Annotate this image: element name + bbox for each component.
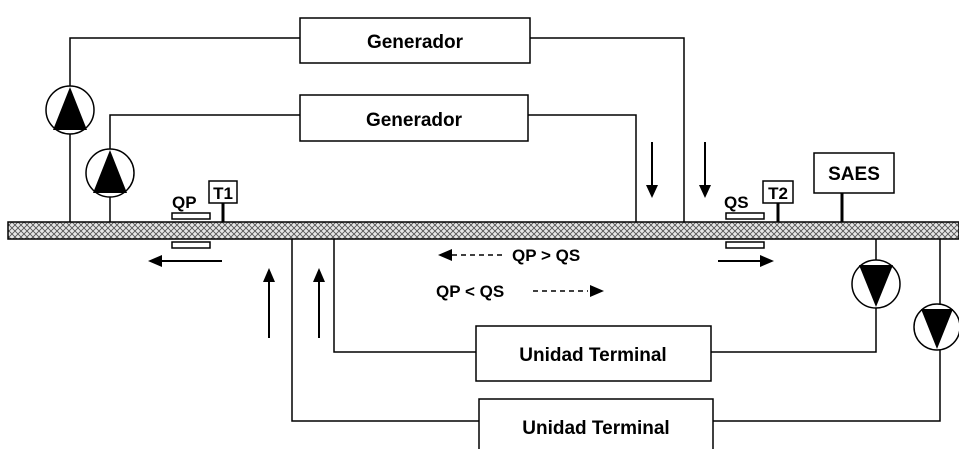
t2-label: T2 (768, 184, 788, 203)
flow-relation-less: QP < QS (436, 282, 604, 301)
saes-label: SAES (828, 164, 880, 185)
flow-relation-greater: QP > QS (438, 246, 580, 265)
generator-2-supply-line (109, 114, 300, 222)
terminal-1-supply-line (711, 239, 877, 353)
generator-1-label: Generador (367, 32, 464, 53)
qs-label: QS (724, 193, 749, 212)
generator-2-label: Generador (366, 110, 463, 131)
generator-1-return-line (530, 37, 685, 222)
terminal-unit-2-box (478, 398, 714, 449)
terminal-unit-1-box (475, 325, 712, 382)
qp-sensor-top (171, 212, 211, 220)
right-arrow-icon (718, 255, 774, 267)
generator-2-return-line (528, 114, 637, 222)
pump-up-icon (45, 85, 95, 135)
up-arrow-icon (263, 268, 275, 338)
common-header-pipe (7, 221, 959, 240)
pump-up-icon (85, 148, 135, 198)
terminal-unit-1-label: Unidad Terminal (519, 345, 666, 366)
terminal-2-supply-line (713, 239, 941, 422)
qp-sensor-bottom (171, 241, 211, 249)
up-arrow-icon (313, 268, 325, 338)
terminal-unit-2-label: Unidad Terminal (522, 418, 669, 439)
svg-text:QP < QS: QP < QS (436, 282, 504, 301)
pump-down-icon (913, 303, 959, 351)
pump-down-icon (851, 259, 901, 309)
down-arrow-icon (646, 142, 658, 198)
generator-1-box (299, 17, 531, 64)
qp-label: QP (172, 193, 197, 212)
terminal-1-return-line (333, 239, 476, 353)
left-arrow-icon (148, 255, 222, 267)
t1-label: T1 (213, 184, 233, 203)
qs-sensor-top (725, 212, 765, 220)
qs-sensor-bottom (725, 241, 765, 249)
down-arrow-icon (699, 142, 711, 198)
saes-box (813, 152, 895, 194)
generator-2-box (299, 94, 529, 142)
terminal-2-return-line (291, 239, 479, 422)
svg-text:QP > QS: QP > QS (512, 246, 580, 265)
generator-1-supply-line (69, 37, 300, 222)
